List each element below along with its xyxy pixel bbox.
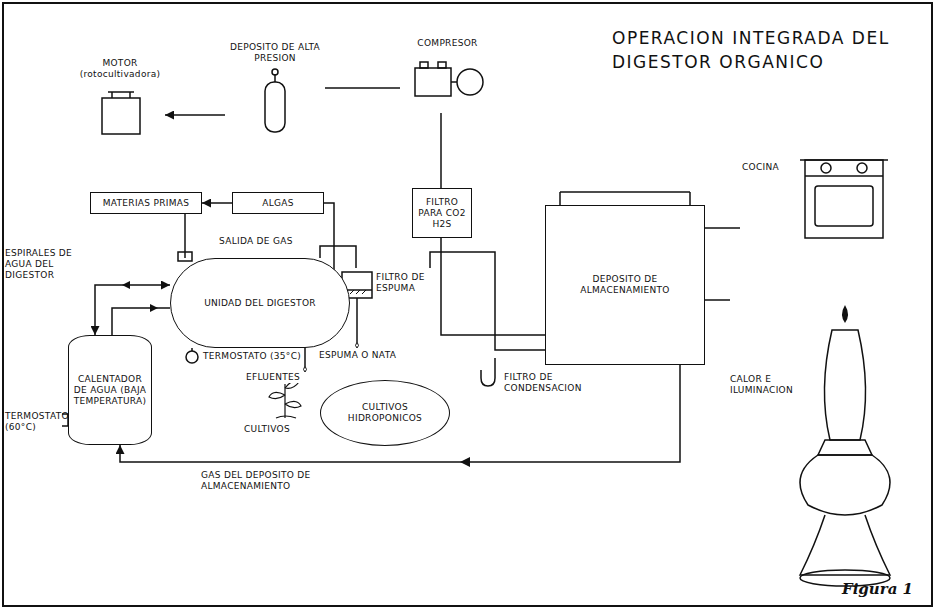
foam-filter: FILTRO DE ESPUMA bbox=[340, 268, 445, 314]
oil-lamp-drawing bbox=[800, 305, 890, 586]
pipe-connector bbox=[120, 365, 680, 462]
filter-box: FILTRO PARA CO2 H2S bbox=[412, 188, 472, 238]
compressor-drawing-part bbox=[420, 62, 428, 68]
digestor-details-part bbox=[304, 346, 306, 366]
water-spiral-pipe-part bbox=[112, 308, 170, 335]
plant-drawing-part bbox=[284, 384, 285, 418]
lamp: CALOR E ILUMINACION bbox=[730, 290, 910, 590]
node-label: MOTOR (rotocultivadora) bbox=[75, 58, 165, 80]
digestor-details-part bbox=[191, 348, 193, 351]
annotation: FILTRO DE CONDENSACION bbox=[503, 372, 595, 394]
compressor: COMPRESOR bbox=[400, 38, 495, 113]
condensation-trap bbox=[481, 358, 495, 386]
annotation: SALIDA DE GAS bbox=[218, 236, 294, 247]
annotation: CULTIVOS bbox=[243, 424, 291, 435]
diagram-title: OPERACION INTEGRADA DEL DIGESTOR ORGANIC… bbox=[612, 26, 912, 74]
node-label: UNIDAD DEL DIGESTOR bbox=[185, 298, 335, 309]
pipe-connector bbox=[705, 227, 740, 229]
annotation: EFLUENTES bbox=[245, 372, 301, 383]
oil-lamp-drawing-part bbox=[824, 330, 865, 440]
node-label: COMPRESOR bbox=[400, 38, 495, 49]
plant-drawing-part bbox=[285, 401, 301, 407]
node-label: CULTIVOS HIDROPONICOS bbox=[337, 402, 433, 424]
stove-drawing bbox=[800, 160, 888, 238]
plant-drawing-part bbox=[276, 416, 296, 418]
hydroponic-tank: CULTIVOS HIDROPONICOS bbox=[320, 380, 450, 446]
stove: COCINA bbox=[740, 140, 890, 240]
process-box: MATERIAS PRIMAS bbox=[90, 192, 202, 214]
motor-drawing-part bbox=[108, 91, 134, 93]
digestor-details-part bbox=[186, 351, 198, 363]
pipe-connector bbox=[705, 299, 730, 301]
condensation-trap-part bbox=[481, 358, 495, 386]
pipe-connector bbox=[202, 202, 232, 204]
high-pressure-tank bbox=[265, 69, 285, 132]
digestor-tank: UNIDAD DEL DIGESTOR bbox=[170, 258, 350, 348]
storage-tank: DEPOSITO DE ALMACENAMIENTO bbox=[545, 205, 705, 365]
annotation: ESPUMA O NATA bbox=[318, 350, 397, 361]
water-heater: CALENTADOR DE AGUA (BAJA TEMPERATURA) bbox=[68, 335, 152, 445]
pipe-connector bbox=[165, 114, 225, 116]
node-label: COCINA bbox=[742, 162, 802, 173]
pipe-connector bbox=[441, 238, 545, 335]
compressor-drawing-part bbox=[438, 62, 446, 68]
compressor-drawing bbox=[415, 62, 483, 96]
water-spiral-pipe-part bbox=[150, 304, 158, 312]
oil-lamp-drawing-part bbox=[800, 455, 890, 515]
stove-drawing-part bbox=[857, 163, 867, 173]
node-label: DEPOSITO DE ALTA PRESION bbox=[225, 42, 325, 64]
node-label: DEPOSITO DE ALMACENAMIENTO bbox=[565, 274, 685, 296]
storage-tank-rim-part bbox=[560, 191, 690, 193]
pipe-connector bbox=[95, 285, 170, 335]
high-pressure-tank-part bbox=[265, 82, 285, 132]
motor-drawing-part bbox=[111, 92, 113, 98]
digestor-details-part bbox=[304, 366, 307, 372]
storage-tank-rim-part bbox=[559, 192, 561, 205]
oil-lamp-drawing-part bbox=[818, 440, 872, 455]
pipe-connector bbox=[440, 113, 442, 188]
motor-drawing-part bbox=[129, 92, 131, 98]
node-label: MATERIAS PRIMAS bbox=[92, 198, 200, 209]
node-label: CALOR E ILUMINACION bbox=[730, 374, 792, 396]
stove-drawing-part bbox=[805, 175, 883, 177]
node-label: ALGAS bbox=[235, 198, 321, 209]
compressor-drawing-part bbox=[457, 69, 483, 95]
pipe-connector bbox=[325, 87, 400, 89]
node-label: FILTRO DE ESPUMA bbox=[376, 272, 442, 294]
plant-drawing-part bbox=[269, 392, 285, 398]
node-label: CALENTADOR DE AGUA (BAJA TEMPERATURA) bbox=[71, 374, 149, 407]
compressor-drawing-part bbox=[451, 81, 457, 83]
compressor-drawing-part bbox=[415, 68, 451, 96]
stove-drawing-part bbox=[821, 163, 831, 173]
node-label: FILTRO PARA CO2 H2S bbox=[415, 197, 469, 230]
motor-drawing-part bbox=[102, 98, 140, 134]
annotation: TERMOSTATO (60°C) bbox=[4, 411, 62, 433]
oil-lamp-drawing-part bbox=[842, 305, 848, 323]
stove-drawing-part bbox=[800, 159, 888, 161]
oil-lamp-drawing-part bbox=[800, 515, 890, 575]
pipe-connector bbox=[184, 214, 186, 258]
frame bbox=[3, 3, 932, 606]
water-spiral-pipe bbox=[112, 281, 170, 335]
foam-filter-part bbox=[356, 342, 359, 348]
stove-drawing-part bbox=[815, 186, 873, 226]
figure-caption: Figura 1 bbox=[842, 580, 913, 598]
annotation: ESPIRALES DE AGUA DEL DIGESTOR bbox=[4, 248, 86, 281]
pressure-tank: DEPOSITO DE ALTA PRESION bbox=[225, 42, 325, 137]
annotation: GAS DEL DEPOSITO DE ALMACENAMIENTO bbox=[200, 470, 342, 492]
foam-filter-part bbox=[356, 298, 358, 342]
storage-tank-rim-part bbox=[689, 192, 691, 205]
motor: MOTOR (rotocultivadora) bbox=[75, 58, 165, 142]
plant-drawing bbox=[269, 381, 301, 418]
stove-drawing-part bbox=[805, 160, 883, 238]
annotation: TERMOSTATO (35°C) bbox=[202, 351, 302, 362]
motor-drawing bbox=[102, 92, 140, 134]
high-pressure-tank-part bbox=[272, 69, 278, 75]
process-box: ALGAS bbox=[232, 192, 324, 214]
